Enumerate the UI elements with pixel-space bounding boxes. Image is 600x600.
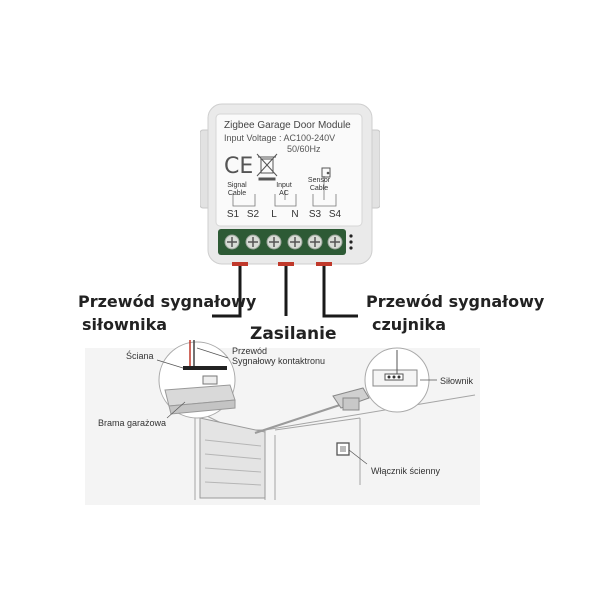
opener-rail: [254, 399, 356, 434]
wire-tip-right: [316, 262, 332, 266]
label-garage-gate: Brama garażowa: [98, 418, 167, 428]
label-opener: Siłownik: [440, 376, 474, 386]
terminal-label-l: L: [271, 209, 277, 220]
terminal-label-s1: S1: [226, 209, 240, 220]
terminal-screw-s4: [327, 234, 343, 250]
terminal-screw-n: [287, 234, 303, 250]
wires: [212, 266, 358, 318]
terminal-screw-s2: [245, 234, 261, 250]
callout-actuator-signal-line2: siłownika: [82, 315, 168, 334]
label-sensor-cable-word: Cable: [309, 185, 329, 192]
terminal-screw-l: [266, 234, 282, 250]
status-leds: [349, 234, 353, 250]
label-signal: Signal: [227, 182, 247, 189]
wire-tip-center: [278, 262, 294, 266]
module-label-plate: [215, 113, 363, 227]
label-contact-wire-line2: Sygnałowy kontaktronu: [232, 356, 326, 366]
callout-sensor-signal-line1: Przewód sygnałowy: [366, 292, 545, 311]
label-signal-cable-word: Cable: [227, 190, 247, 197]
leader-lines: [156, 347, 437, 465]
module-frequency: 50/60Hz: [287, 144, 321, 154]
module-voltage: Input Voltage : AC100-240V: [224, 133, 336, 143]
label-wall-switch: Włącznik ścienny: [371, 466, 441, 476]
zigbee-module: [199, 102, 381, 270]
door-contact-icon: [321, 167, 331, 178]
ce-mark: CE: [224, 154, 254, 179]
label-group-lines: [232, 176, 337, 207]
label-input: Input: [276, 182, 292, 189]
terminal-screw-s1: [224, 234, 240, 250]
contact-sensor-bar: [183, 366, 227, 370]
wire-sensor-signal: [322, 266, 358, 318]
label-input-ac: Input AC: [272, 182, 296, 198]
wire-actuator-signal: [212, 266, 242, 318]
module-title: Zigbee Garage Door Module: [224, 120, 351, 131]
label-wall: Ściana: [126, 351, 154, 361]
wall-switch-rocker: [340, 446, 346, 452]
label-sensor: Sensor: [307, 177, 331, 184]
callout-sensor-signal-line2: czujnika: [372, 315, 446, 334]
wire-tip-left: [232, 262, 248, 266]
terminal-screws: [224, 234, 343, 250]
garage-scene: [85, 340, 480, 505]
label-contact-wire-line1: Przewód: [232, 346, 268, 356]
label-ac: AC: [279, 190, 289, 197]
opener-zoom-circle: [364, 347, 430, 413]
wire-tips: [232, 262, 332, 266]
terminal-screw-s3: [307, 234, 323, 250]
label-signal-cable: Signal Cable: [224, 182, 250, 198]
garage-door: [199, 417, 266, 499]
label-sensor-cable: Sensor Cable: [304, 177, 334, 193]
weee-bin-icon: [256, 153, 278, 181]
terminal-label-s3: S3: [308, 209, 322, 220]
terminal-label-s2: S2: [246, 209, 260, 220]
opener-unit: [332, 387, 370, 411]
contact-zoom-circle: [158, 340, 236, 419]
callout-actuator-signal-line1: Przewód sygnałowy: [78, 292, 257, 311]
callout-power: Zasilanie: [250, 324, 337, 344]
terminal-label-s4: S4: [328, 209, 342, 220]
terminal-label-n: N: [291, 209, 299, 220]
module-body-graphic: [199, 103, 381, 265]
